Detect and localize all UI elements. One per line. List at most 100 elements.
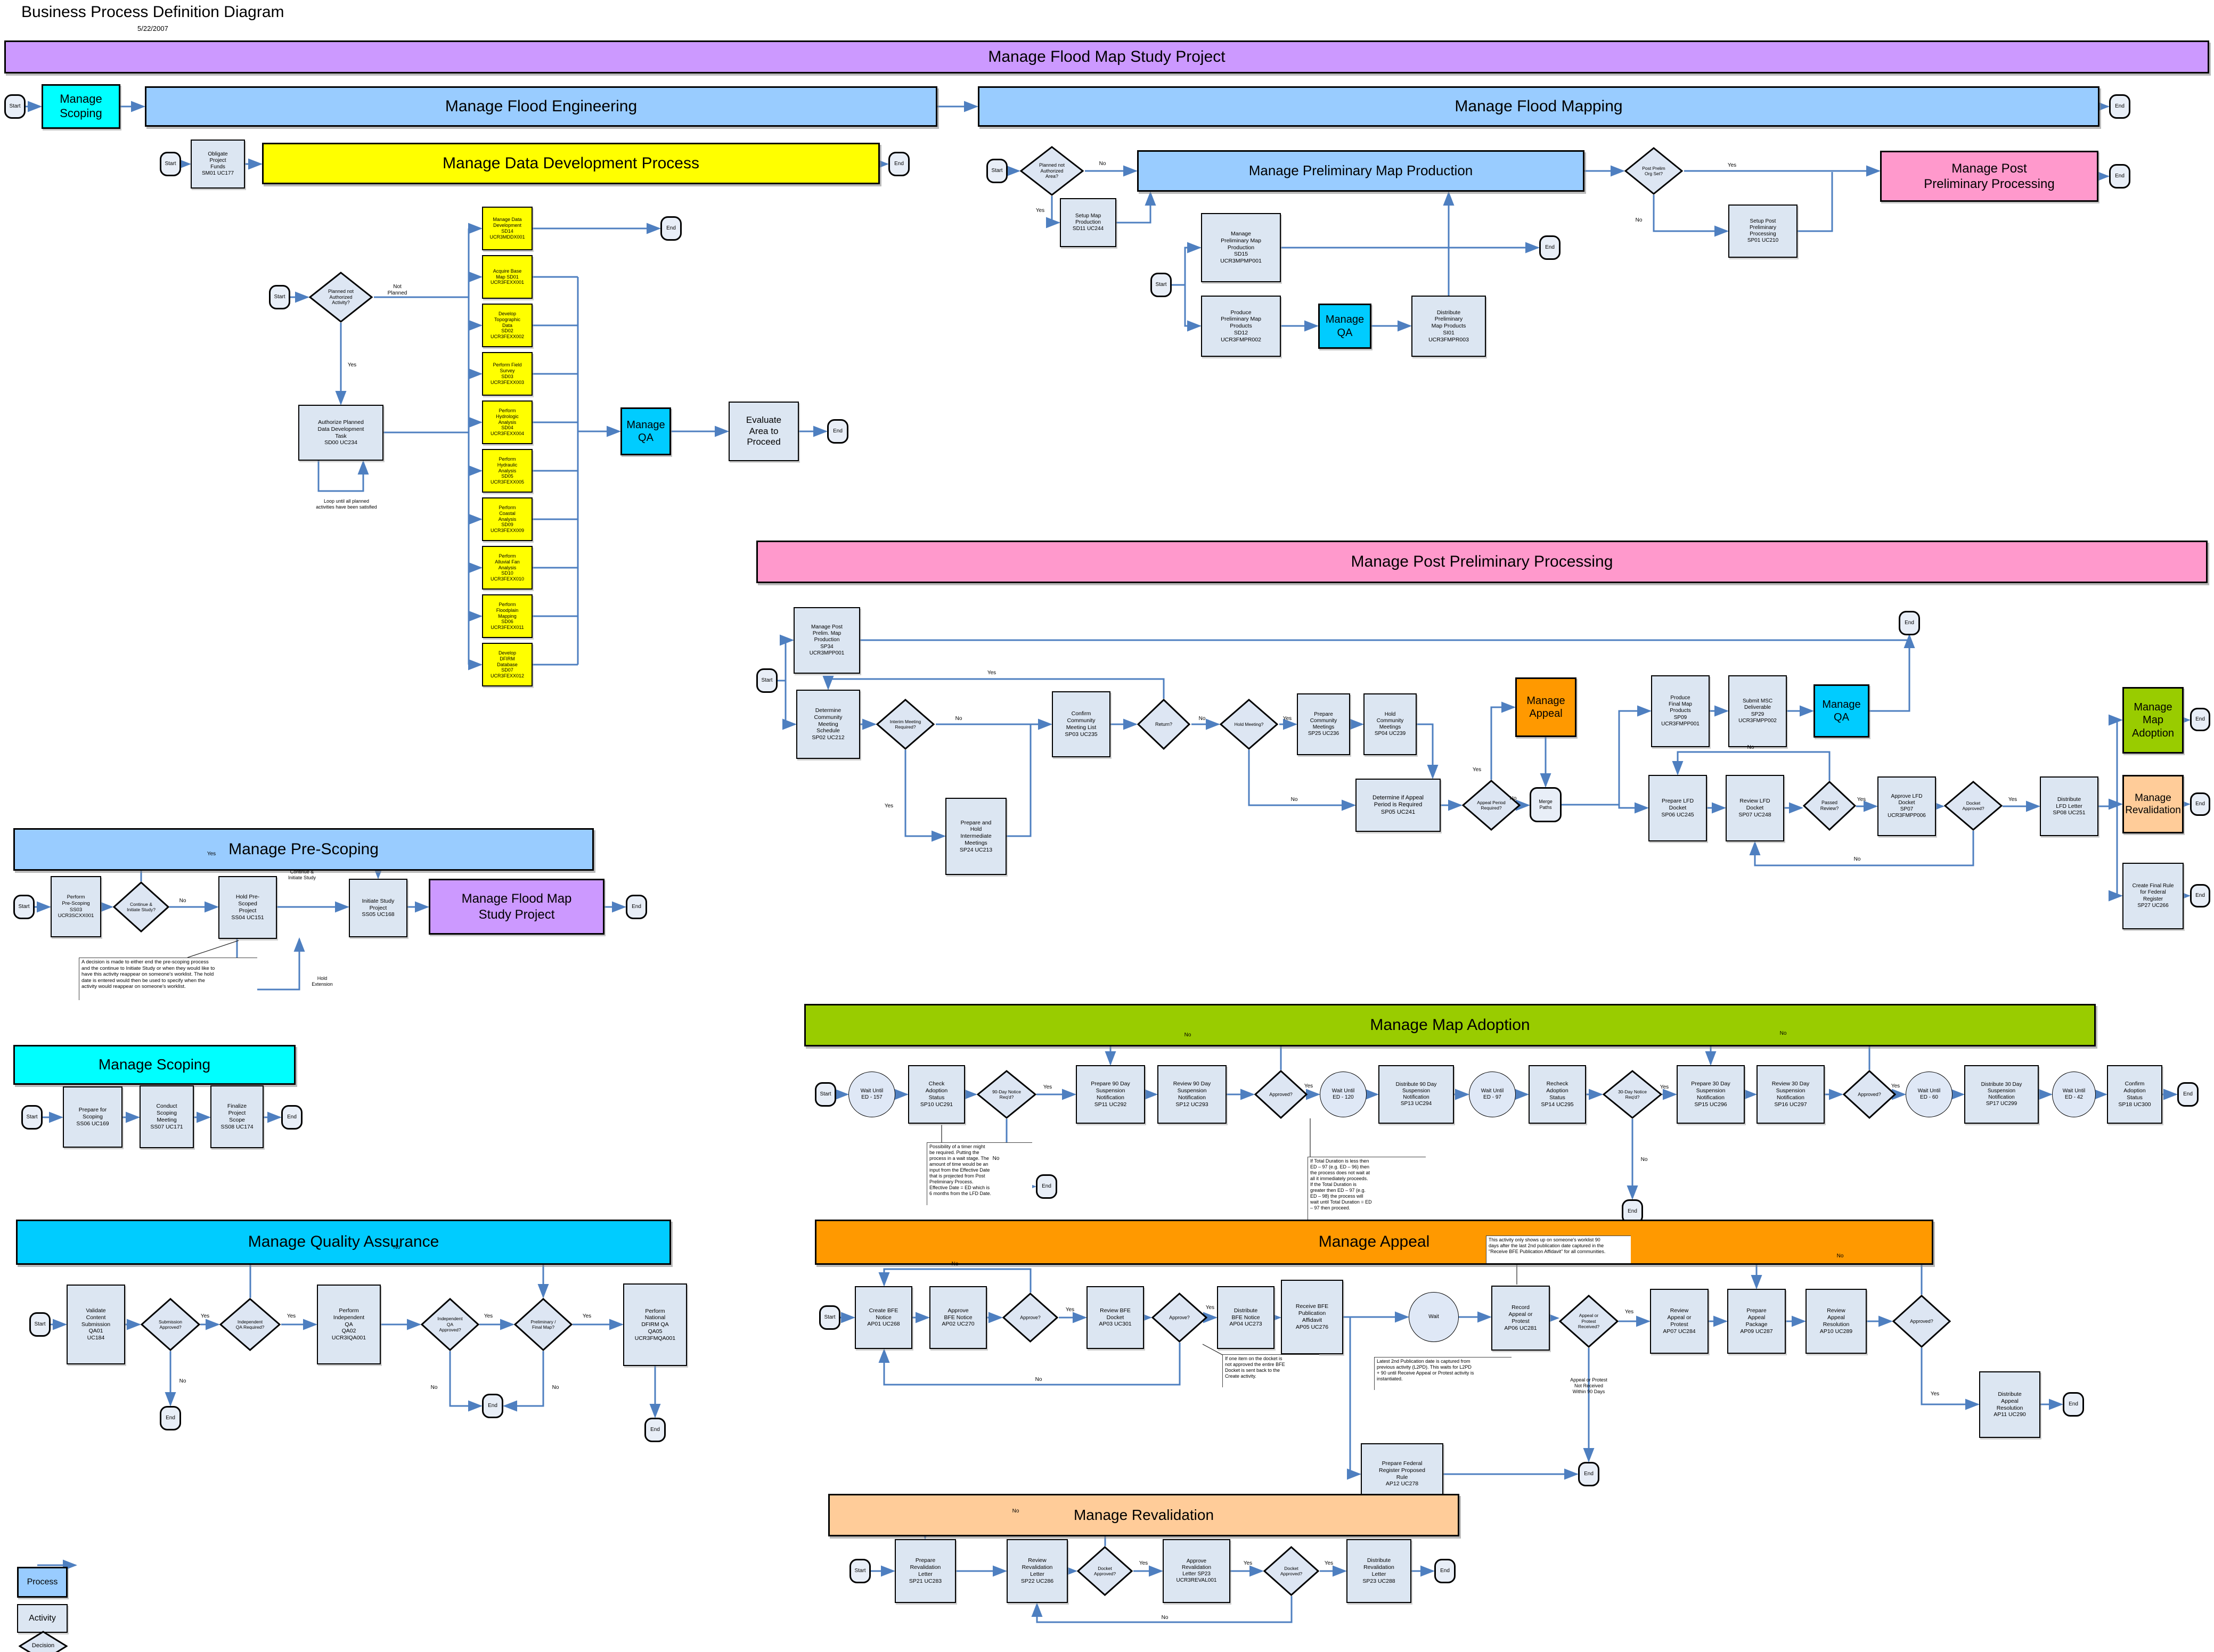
flow-connector	[1248, 750, 1356, 811]
wait-ed-97-text: Wait Until	[1481, 1087, 1504, 1094]
end-map-adoption: End	[2177, 1082, 2199, 1107]
label-yes-org-set: Yes	[1723, 161, 1741, 170]
end-sd14: End	[660, 216, 682, 241]
flow-connector	[822, 676, 1165, 699]
activity-prepare-90-day-suspension-text: SP11 UC292	[1094, 1101, 1127, 1108]
activity-conduct-scoping-meeting-text: Meeting	[157, 1117, 177, 1123]
decision-approve-bfe-label: Approve?	[1020, 1314, 1041, 1320]
label-no-pre-scoping-text: No	[179, 897, 186, 904]
label-yes-appeal-approved-text: Yes	[1930, 1391, 1940, 1397]
flow-connector	[1618, 705, 1652, 805]
note-docket-item-text: Create activity.	[1225, 1373, 1256, 1379]
activity-approve-revalidation-letter-text: Revalidation	[1181, 1564, 1212, 1571]
decision-preliminary-final-map-label: Preliminary /Final Map?	[530, 1319, 556, 1330]
activity-produce-final-map-products-text: Final Map	[1669, 701, 1692, 708]
activity-determine-community-meeting-schedule-text: Community	[814, 714, 843, 721]
activity-approve-revalidation-letter-text: Approve	[1186, 1558, 1207, 1564]
note-docket-item-text: Docket is sent back to the	[1225, 1367, 1280, 1373]
activity-distribute-90-day-suspension-text: Notification	[1403, 1094, 1429, 1100]
label-yes-submission-text: Yes	[200, 1313, 210, 1319]
activity-produce-preliminary-map-products-text: Products	[1230, 323, 1252, 330]
activity-manage-preliminary-map-production-text: UCR3MPMP001	[1220, 258, 1262, 265]
banner-manage-quality-assurance: Manage Quality Assurance	[16, 1220, 671, 1265]
label-no-docket-lfd: No	[1849, 855, 1865, 864]
activity-determine-community-meeting-schedule-text: SP02 UC212	[812, 734, 845, 741]
flow-connector	[878, 1343, 1181, 1386]
note-latest-publication-text: previous activity (L2PD). This waits for…	[1377, 1364, 1472, 1370]
banner-manage-pre-scoping: Manage Pre-Scoping	[13, 828, 594, 871]
activity-hold-pre-scoped-project-text: Scoped	[238, 901, 257, 907]
activity-obligate-project-funds-text: Obligate	[208, 151, 228, 157]
activity-review-lfd-docket-text: Docket	[1746, 805, 1764, 812]
label-yes-docket-lfd: Yes	[2004, 796, 2022, 804]
activity-record-appeal-or-protest-text: Record	[1512, 1304, 1530, 1311]
activity-receive-bfe-publication-affidavit-text: AP05 UC276	[1295, 1323, 1329, 1330]
activity-perform-coastal-analysis-text: UCR3FEXX009	[490, 528, 525, 534]
label-no-30-notice: No	[1636, 1156, 1652, 1164]
activity-confirm-community-meeting-list-text: Meeting List	[1066, 724, 1097, 731]
note-total-duration-text: all it immediately proceeds.	[1310, 1175, 1368, 1181]
banner-manage-flood-mapping-text: Manage Flood Mapping	[1455, 97, 1623, 115]
activity-develop-topographic-data-text: Topographic	[494, 316, 521, 322]
end-post-prelim-top: End	[1899, 611, 1920, 635]
end-appeal: End	[2063, 1392, 2084, 1417]
activity-validate-content-submission-text: Validate	[86, 1307, 106, 1314]
label-yes-30-notice-text: Yes	[1660, 1084, 1669, 1090]
activity-perform-field-survey-text: Perform Field	[493, 362, 522, 368]
flow-connector	[1653, 195, 1729, 237]
note-total-duration-text: greater then ED – 97 (e.g.	[1310, 1187, 1366, 1193]
label-yes-interim: Yes	[880, 802, 898, 811]
flow-connector	[449, 1351, 483, 1412]
activity-produce-preliminary-map-products-text: SD12	[1233, 329, 1248, 336]
start-flood-mapping: Start	[986, 159, 1008, 183]
activity-perform-independent-qa-text: Perform	[339, 1307, 359, 1314]
note-timer-possibility-text: Possibility of a timer might	[929, 1144, 985, 1149]
label-yes-area: Yes	[1032, 207, 1048, 215]
activity-record-appeal-or-protest-text: Protest	[1512, 1318, 1530, 1324]
wait-ed-60-text: ED - 60	[1920, 1094, 1938, 1100]
label-yes-90-notice: Yes	[1039, 1083, 1057, 1092]
activity-manage-preliminary-map-production-text: SD15	[1233, 251, 1248, 258]
legend-decision: Decision	[19, 1631, 68, 1652]
note-total-duration-text: If Total Duration is less then	[1310, 1158, 1369, 1164]
label-no-approve-bfe: No	[947, 1260, 963, 1269]
label-no-area-text: No	[1099, 160, 1106, 167]
activity-prepare-hold-intermediate-meetings-text: Hold	[970, 826, 982, 833]
activity-perform-hydraulic-analysis-text: SD05	[501, 473, 513, 479]
label-no-area: No	[1094, 160, 1110, 168]
decision-return-label: Return?	[1155, 721, 1173, 727]
label-yes-reval-1: Yes	[1134, 1559, 1153, 1568]
activity-manage-preliminary-map-production-text: Preliminary Map	[1221, 237, 1261, 244]
activity-develop-topographic-data-text: UCR3FEXX002	[490, 334, 525, 340]
activity-receive-bfe-publication-affidavit-text: Affidavit	[1302, 1317, 1322, 1323]
activity-approve-revalidation-letter-text: UCR3REVAL001	[1176, 1577, 1217, 1584]
activity-perform-floodplain-mapping-text: Perform	[499, 601, 516, 607]
process-manage-scoping-text: Manage	[60, 92, 102, 106]
activity-manage-data-development-text: Manage Data	[493, 217, 522, 223]
activity-perform-alluvial-fan-analysis-text: SD10	[501, 570, 513, 576]
activity-confirm-community-meeting-list-text: Confirm	[1071, 710, 1091, 717]
label-hold-extension-text: Hold	[317, 976, 328, 982]
label-continue-initiate-study-text: Continue &	[290, 869, 314, 875]
activity-distribute-appeal-resolution-text: Resolution	[1996, 1404, 2023, 1411]
end-scoping-text: End	[287, 1114, 297, 1120]
label-no-iqa-required: No	[389, 1244, 405, 1252]
label-continue-initiate-study-text: Initiate Study	[288, 875, 316, 880]
label-yes-interim-loop-text: Yes	[987, 669, 996, 676]
flow-connector	[1417, 723, 1439, 779]
activity-review-revalidation-letter-text: SP22 UC286	[1020, 1577, 1054, 1584]
diagram-date: 5/22/2007	[137, 24, 168, 32]
